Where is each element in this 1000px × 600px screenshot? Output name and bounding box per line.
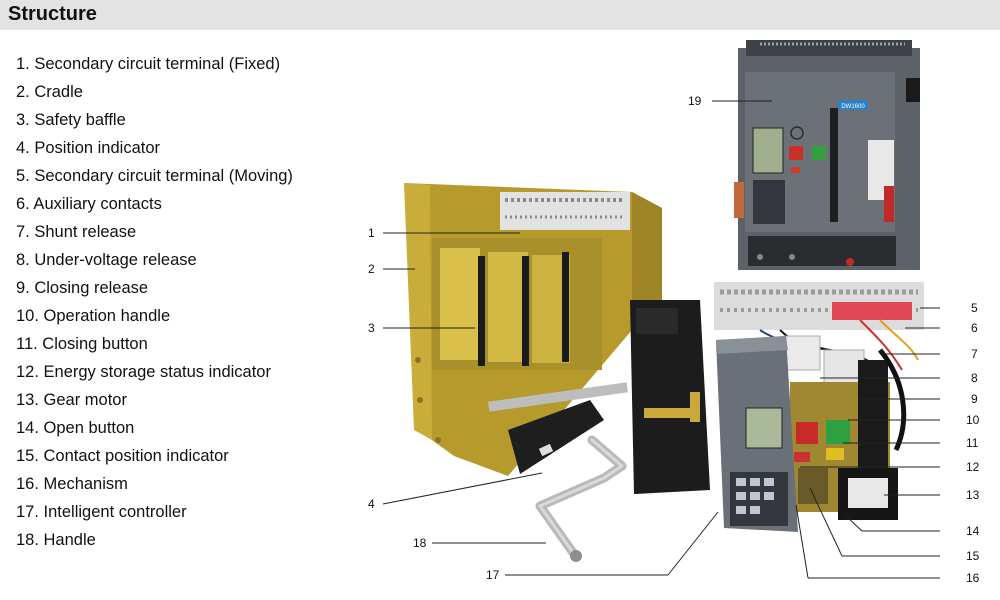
list-item: 8. Under-voltage release (16, 251, 197, 269)
list-item: 14. Open button (16, 419, 135, 437)
callout-7: 7 (971, 347, 978, 361)
breaker-front-panel: DW1600 (734, 40, 920, 270)
callout-8: 8 (971, 371, 978, 385)
crank-handle (535, 435, 627, 562)
callout-15: 15 (966, 549, 980, 563)
cradle-assembly (404, 183, 662, 476)
list-item: 13. Gear motor (16, 391, 127, 409)
list-item: 10. Operation handle (16, 307, 171, 325)
list-item: 17. Intelligent controller (16, 503, 187, 521)
callout-9: 9 (971, 392, 978, 406)
header-bar: Structure (0, 0, 1000, 30)
list-item: 12. Energy storage status indicator (16, 363, 271, 381)
callout-3: 3 (368, 321, 375, 335)
list-item: 18. Handle (16, 531, 96, 549)
list-item: 16. Mechanism (16, 475, 128, 493)
callout-5: 5 (971, 301, 978, 315)
callout-10: 10 (966, 413, 980, 427)
list-item: 4. Position indicator (16, 139, 160, 157)
list-item: 3. Safety baffle (16, 111, 126, 129)
list-item: 1. Secondary circuit terminal (Fixed) (16, 55, 281, 73)
callout-leaders (382, 100, 940, 579)
callout-6: 6 (971, 321, 978, 335)
callout-17: 17 (486, 568, 500, 582)
callout-2: 2 (368, 262, 375, 276)
list-item: 9. Closing release (16, 279, 149, 297)
model-badge: DW1600 (841, 104, 865, 110)
page-title: Structure (8, 3, 97, 25)
callout-14: 14 (966, 524, 980, 538)
list-item: 7. Shunt release (16, 223, 137, 241)
callout-16: 16 (966, 571, 980, 585)
list-item: 15. Contact position indicator (16, 447, 229, 465)
callout-12: 12 (966, 460, 980, 474)
parts-list: 1. Secondary circuit terminal (Fixed) 2.… (16, 53, 293, 557)
breaker-mechanism (630, 282, 924, 532)
callout-11: 11 (966, 436, 979, 450)
callout-4: 4 (368, 497, 375, 511)
callout-19: 19 (688, 94, 702, 108)
list-item: 2. Cradle (16, 83, 83, 101)
list-item: 11. Closing button (16, 335, 148, 353)
callout-18: 18 (413, 536, 427, 550)
callout-1: 1 (368, 226, 375, 240)
callout-labels: 19 1 2 3 4 18 17 5 6 7 8 9 10 11 12 13 1… (368, 94, 980, 585)
callout-13: 13 (966, 488, 980, 502)
list-item: 6. Auxiliary contacts (16, 195, 162, 213)
list-item: 5. Secondary circuit terminal (Moving) (16, 167, 293, 185)
